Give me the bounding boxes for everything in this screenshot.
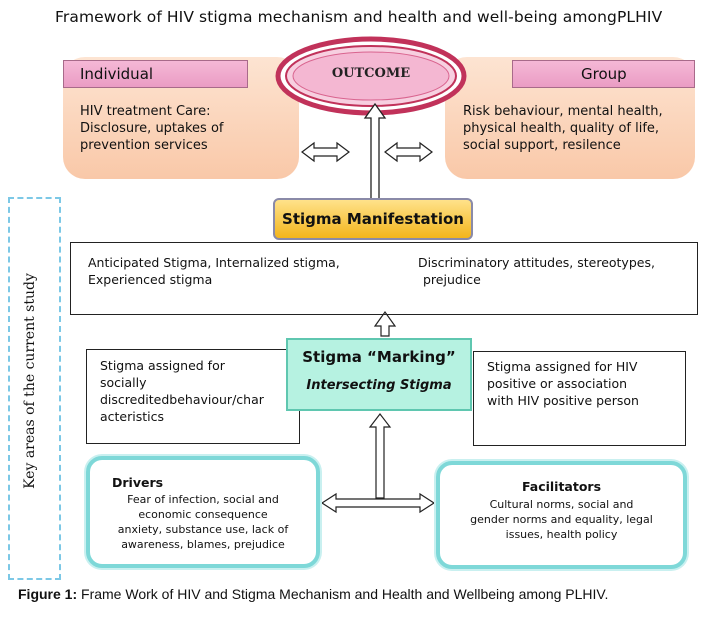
individual-header: Individual: [63, 60, 248, 88]
stigma-marking-box: Stigma “Marking” Intersecting Stigma: [286, 338, 472, 411]
individual-text: HIV treatment Care: Disclosure, uptakes …: [80, 103, 224, 154]
facilitators-line: Cultural norms, social and: [489, 498, 634, 511]
group-text: Risk behaviour, mental health, physical …: [463, 103, 663, 154]
facilitators-text: Cultural norms, social and gender norms …: [440, 497, 683, 542]
facilitators-box: Facilitators Cultural norms, social and …: [436, 461, 687, 569]
marking-left-text: Stigma assigned for socially discredited…: [100, 357, 264, 425]
facilitators-header: Facilitators: [521, 479, 602, 494]
stigma-marking-label: Stigma “Marking”: [302, 348, 456, 366]
double-arrow-drivers-facilitators: [320, 492, 436, 514]
marking-left-box: [86, 349, 300, 444]
caption-label: Figure 1:: [18, 586, 78, 602]
manifestation-left-text: Anticipated Stigma, Internalized stigma,…: [88, 254, 340, 288]
marking-left-line: socially: [100, 375, 147, 390]
manifestation-left-line: Experienced stigma: [88, 272, 213, 287]
marking-right-line: with HIV positive person: [487, 393, 639, 408]
drivers-line: awareness, blames, prejudice: [121, 538, 285, 551]
marking-left-line: discreditedbehaviour/char: [100, 392, 264, 407]
drivers-line: anxiety, substance use, lack of: [117, 523, 289, 536]
drivers-text: Fear of infection, social and economic c…: [90, 492, 316, 552]
drivers-box: Drivers Fear of infection, social and ec…: [86, 456, 320, 568]
double-arrow-right: [384, 141, 433, 163]
marking-left-line: acteristics: [100, 409, 165, 424]
facilitators-line: gender norms and equality, legal: [470, 513, 653, 526]
drivers-line: economic consequence: [138, 508, 268, 521]
facilitators-line: issues, health policy: [505, 528, 618, 541]
drivers-header: Drivers: [112, 475, 164, 490]
individual-line: HIV treatment Care:: [80, 104, 211, 119]
arrow-to-marking: [368, 413, 392, 499]
manifestation-left-line: Anticipated Stigma, Internalized stigma,: [88, 255, 340, 270]
individual-line: prevention services: [80, 138, 208, 153]
marking-right-line: Stigma assigned for HIV: [487, 359, 638, 374]
figure-caption: Figure 1: Frame Work of HIV and Stigma M…: [18, 586, 608, 602]
stigma-manifestation-box: Stigma Manifestation: [273, 198, 473, 240]
outcome-label: OUTCOME: [331, 66, 411, 81]
double-arrow-left: [301, 141, 350, 163]
manifestation-detail-box: [70, 242, 698, 315]
marking-right-box: [473, 351, 686, 446]
key-areas-label: Key areas of the current study: [22, 273, 38, 489]
intersecting-stigma-label: Intersecting Stigma: [306, 378, 452, 393]
diagram-title: Framework of HIV stigma mechanism and he…: [55, 8, 663, 26]
individual-header-label: Individual: [80, 65, 154, 83]
drivers-line: Fear of infection, social and: [127, 493, 279, 506]
marking-right-line: positive or association: [487, 376, 628, 391]
group-line: social support, resilence: [463, 138, 621, 153]
manifestation-right-line: Discriminatory attitudes, stereotypes,: [418, 255, 655, 270]
outcome-ellipse: [275, 36, 467, 116]
individual-line: Disclosure, uptakes of: [80, 121, 224, 136]
caption-text: Frame Work of HIV and Stigma Mechanism a…: [77, 586, 609, 602]
arrow-marking-to-manifestation: [373, 310, 397, 337]
marking-left-line: Stigma assigned for: [100, 358, 225, 373]
group-header-label: Group: [581, 65, 627, 83]
group-line: physical health, quality of life,: [463, 121, 660, 136]
group-header: Group: [512, 60, 695, 88]
marking-right-text: Stigma assigned for HIV positive or asso…: [487, 358, 639, 409]
key-areas-box: [8, 197, 61, 580]
arrow-manifestation-to-outcome: [363, 102, 387, 201]
group-line: Risk behaviour, mental health,: [463, 104, 663, 119]
manifestation-right-line: prejudice: [423, 272, 481, 287]
manifestation-right-text: Discriminatory attitudes, stereotypes, p…: [418, 254, 655, 288]
